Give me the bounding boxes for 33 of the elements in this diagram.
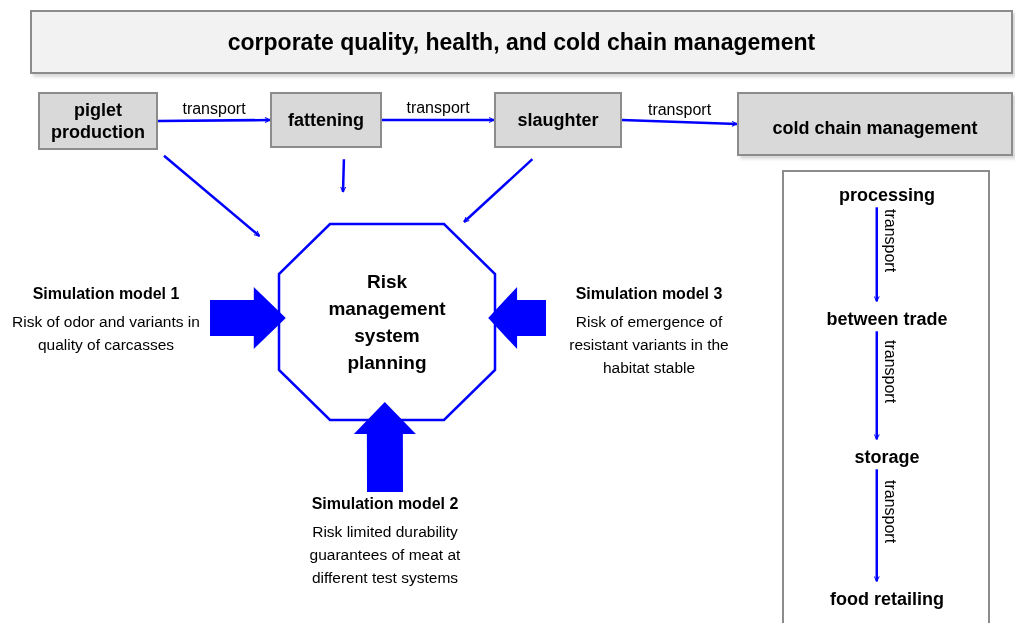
arrow: [873, 469, 880, 582]
model-description: Risk of odor and variants in quality of carcasses: [11, 312, 201, 355]
node-label: Risk management system planning: [327, 270, 447, 375]
arrow: [463, 158, 534, 223]
process-box: [737, 92, 1013, 156]
block-arrow: [210, 287, 286, 349]
header-box: [30, 10, 1013, 74]
block-arrow: [488, 287, 546, 349]
process-box: [38, 92, 158, 150]
model-description: Risk limited durability guarantees of meat at different test systems: [308, 522, 462, 588]
process-box: [270, 92, 382, 148]
arrow: [158, 117, 271, 124]
node-label: cold chain management: [772, 116, 978, 140]
arrow: [873, 207, 880, 302]
node-label: corporate quality, health, and cold chain management: [227, 27, 816, 57]
node-label: processing: [839, 183, 935, 207]
block-arrow: [353, 402, 416, 493]
process-box: [494, 92, 622, 148]
node-label: fattening: [288, 109, 364, 131]
node-label: food retailing: [830, 587, 944, 611]
arrow: [382, 117, 495, 123]
arrow: [340, 159, 347, 193]
node-label: between trade: [826, 307, 948, 331]
node-label: storage: [854, 445, 920, 469]
arrow: [621, 118, 738, 127]
model-heading: Simulation model 1: [32, 284, 180, 304]
model-description: Risk of emergence of resistant variants in the habitat stable: [568, 312, 730, 378]
node-label: slaughter: [517, 109, 599, 131]
node-label: piglet production: [50, 99, 146, 143]
arrow: [873, 331, 880, 440]
arrow: [163, 154, 261, 237]
model-heading: Simulation model 2: [311, 494, 459, 514]
model-heading: Simulation model 3: [575, 284, 723, 304]
